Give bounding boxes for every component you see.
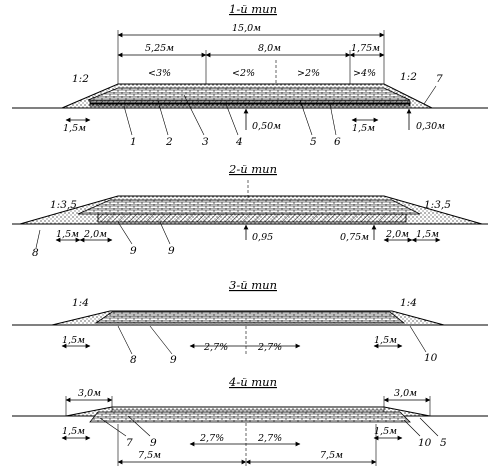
- type-3-ratio-right: 1:4: [400, 297, 417, 309]
- type-1-callout-1: 1: [130, 136, 137, 148]
- type-4-dim-bottom-6: 1,5м: [374, 426, 397, 437]
- type-3-callout-10: 10: [424, 352, 438, 364]
- type-2-dim-bottom-2: 2,0м: [83, 229, 107, 240]
- type-1-slope-1: <3%: [148, 68, 171, 79]
- type-3-section: 3-й тип 1:4 1:4 1,5м 2,7% 2,7% 1,5м 8 9 …: [12, 278, 488, 366]
- type-4-dim-bottom-2: 7,5м: [138, 450, 161, 461]
- type-1-slope-2: <2%: [232, 68, 255, 79]
- type-4-dim-top-left: 3,0м: [78, 388, 101, 399]
- type-1-slope-4: >4%: [353, 68, 376, 79]
- type-3-ratio-left: 1:4: [72, 297, 89, 309]
- type-3-slope-right: 2,7%: [257, 342, 282, 353]
- type-2-dim-bottom-1: 1,5м: [56, 229, 79, 240]
- type-3-slope-left: 2,7%: [203, 342, 228, 353]
- type-2-ratio-right: 1:3,5: [424, 199, 451, 211]
- type-1-ratio-right: 1:2: [400, 71, 417, 83]
- type-3-dim-bottom-1: 1,5м: [62, 335, 85, 346]
- type-4-slope-right: 2,7%: [257, 433, 282, 444]
- type-1-dim-left: 5,25м: [145, 43, 174, 54]
- type-1-dim-bottom-2: 0,50м: [252, 121, 281, 132]
- type-1-dim-bottom-1: 1,5м: [63, 123, 86, 134]
- type-1-callout-7: 7: [436, 73, 443, 85]
- type-1-dim-center: 8,0м: [258, 43, 281, 54]
- type-1-dim-right: 1,75м: [351, 43, 380, 54]
- type-1-dim-bottom-4: 0,30м: [416, 121, 445, 132]
- type-4-callout-9: 9: [150, 437, 157, 449]
- type-1-dim-total: 15,0м: [232, 23, 261, 34]
- type-1-slope-3: >2%: [297, 68, 320, 79]
- type-2-callout-9a: 9: [130, 245, 137, 257]
- type-2-dim-bottom-6: 1,5м: [416, 229, 439, 240]
- type-3-callout-8: 8: [130, 354, 137, 366]
- type-1-dim-bottom-3: 1,5м: [352, 123, 375, 134]
- type-4-slope-left: 2,7%: [199, 433, 224, 444]
- type-4-callout-10: 10: [418, 437, 432, 449]
- type-1-callout-2: 2: [165, 136, 173, 148]
- type-2-dim-bottom-3: 0,95: [252, 232, 273, 243]
- type-1-section: 1-й тип 15,0м 5,25м 8,0м 1,75м <3% <2% >…: [12, 2, 488, 148]
- type-4-dim-bottom-1: 1,5м: [62, 426, 85, 437]
- type-3-dim-bottom-4: 1,5м: [374, 335, 397, 346]
- type-3-title: 3-й тип: [229, 278, 277, 292]
- type-2-title: 2-й тип: [228, 162, 277, 176]
- type-4-dim-bottom-5: 7,5м: [320, 450, 343, 461]
- type-1-ratio-left: 1:2: [72, 73, 89, 85]
- type-4-callout-7: 7: [126, 437, 133, 449]
- type-2-callout-9b: 9: [168, 245, 175, 257]
- type-2-section: 2-й тип 1:3,5 1:3,5 1,5м 2,0м 0,95 0,75м…: [12, 162, 488, 259]
- type-1-title: 1-й тип: [229, 2, 277, 16]
- type-2-dim-bottom-5: 2,0м: [385, 229, 409, 240]
- type-2-callout-8: 8: [32, 247, 39, 259]
- type-2-dim-bottom-4: 0,75м: [340, 232, 369, 243]
- type-1-callout-4: 4: [235, 136, 243, 148]
- type-4-dim-top-right: 3,0м: [394, 388, 417, 399]
- type-4-section: 4-й тип 3,0м 3,0м 1,5м 7,5м 2,7% 2,7% 7,…: [12, 375, 488, 466]
- type-3-callout-9: 9: [170, 354, 177, 366]
- type-2-ratio-left: 1:3,5: [50, 199, 77, 211]
- type-1-callout-3: 3: [202, 136, 209, 148]
- type-1-callout-6: 6: [334, 136, 341, 148]
- type-4-title: 4-й тип: [228, 375, 277, 389]
- type-1-callout-5: 5: [310, 136, 317, 148]
- type-4-callout-5: 5: [440, 437, 447, 449]
